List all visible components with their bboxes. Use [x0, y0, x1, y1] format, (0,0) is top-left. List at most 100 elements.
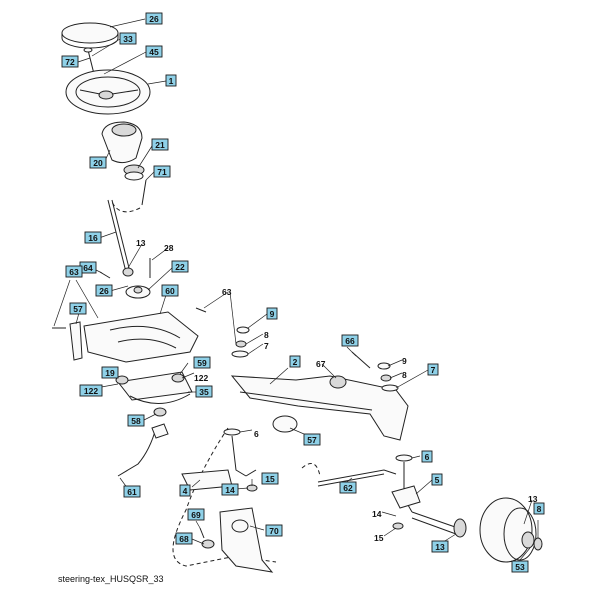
callout-box — [421, 450, 433, 463]
callout-number: 26 — [149, 14, 159, 24]
callout-9: 9 — [402, 356, 407, 366]
callout-15: 15 — [374, 533, 384, 543]
callout-16: 16 — [84, 231, 102, 244]
callout-9: 9 — [266, 307, 278, 320]
callout-box — [61, 55, 79, 68]
spindle-left-shaft — [231, 435, 247, 477]
callout-box — [79, 384, 103, 397]
callout-box — [151, 138, 169, 151]
bushing-13 — [453, 518, 467, 538]
callout-20: 20 — [89, 156, 107, 169]
plate-70 — [219, 507, 274, 573]
callout-number: 7 — [431, 365, 436, 375]
callout-number: 63 — [69, 267, 79, 277]
callout-box — [161, 284, 179, 297]
callout-number: 67 — [316, 359, 326, 369]
callout-28: 28 — [164, 243, 174, 253]
callout-box — [195, 385, 213, 398]
callout-number: 15 — [374, 533, 384, 543]
plate-70-hole — [231, 519, 249, 533]
callout-number: 66 — [345, 336, 355, 346]
callout-box — [193, 356, 211, 369]
front-axle-edge — [239, 391, 373, 411]
steering-cap — [61, 22, 119, 44]
callout-6: 6 — [254, 429, 259, 439]
callout-box — [431, 540, 449, 553]
callout-number: 16 — [88, 233, 98, 243]
callout-number: 57 — [73, 304, 83, 314]
callout-number: 13 — [136, 238, 146, 248]
callout-box — [265, 524, 283, 537]
callout-number: 71 — [157, 167, 167, 177]
callout-number: 57 — [307, 435, 317, 445]
callout-58: 58 — [127, 414, 145, 427]
steering-wheel-hub — [98, 90, 114, 100]
callout-8: 8 — [264, 330, 269, 340]
callout-number: 62 — [343, 483, 353, 493]
leader-lines — [53, 18, 539, 561]
callout-box — [221, 483, 239, 496]
callout-122: 122 — [194, 373, 208, 383]
front-axle — [230, 375, 409, 441]
callout-72: 72 — [61, 55, 79, 68]
callout-number: 8 — [402, 370, 407, 380]
callout-number: 59 — [197, 358, 207, 368]
tie-rod — [317, 469, 397, 483]
washer-7-right — [381, 384, 399, 392]
callout-number: 63 — [222, 287, 232, 297]
callout-number: 64 — [83, 263, 93, 273]
callout-box — [303, 433, 321, 446]
callout-33: 33 — [119, 32, 137, 45]
callout-35: 35 — [195, 385, 213, 398]
callout-number: 22 — [175, 262, 185, 272]
side-bracket-57 — [69, 321, 83, 361]
callout-box — [341, 334, 359, 347]
callout-box — [95, 284, 113, 297]
callout-box — [261, 472, 279, 485]
callout-number: 72 — [65, 57, 75, 67]
callout-box — [101, 366, 119, 379]
pinion-13 — [122, 267, 134, 277]
callout-number: 53 — [515, 562, 525, 572]
callout-7: 7 — [264, 341, 269, 351]
callout-box — [89, 156, 107, 169]
callout-number: 26 — [99, 286, 109, 296]
callout-67: 67 — [316, 359, 326, 369]
callout-box — [153, 165, 171, 178]
callout-number: 58 — [131, 416, 141, 426]
steering-bolt — [87, 49, 95, 75]
callout-number: 13 — [435, 542, 445, 552]
callout-22: 22 — [171, 260, 189, 273]
callout-number: 9 — [402, 356, 407, 366]
callout-number: 45 — [149, 47, 159, 57]
callout-15: 15 — [261, 472, 279, 485]
callout-number: 70 — [269, 526, 279, 536]
washer-8-right — [380, 374, 392, 382]
callout-number: 19 — [105, 368, 115, 378]
front-wheel — [479, 497, 533, 563]
callout-122: 122 — [79, 384, 103, 397]
callout-number: 2 — [293, 357, 298, 367]
spindle-right — [391, 485, 421, 509]
callout-13: 13 — [431, 540, 449, 553]
bolt-63-right — [195, 307, 207, 313]
bracket-22-center — [133, 286, 143, 294]
callout-13: 13 — [136, 238, 146, 248]
axle-stub-edge — [411, 517, 457, 535]
tie-rod-edge — [317, 473, 385, 487]
callout-8: 8 — [533, 502, 545, 515]
callout-5: 5 — [431, 473, 443, 486]
callout-63: 63 — [65, 265, 83, 278]
callout-number: 15 — [265, 474, 275, 484]
callout-box — [175, 532, 193, 545]
bushing-lower — [124, 171, 144, 181]
callout-number: 61 — [127, 487, 137, 497]
callout-60: 60 — [161, 284, 179, 297]
callout-number: 7 — [264, 341, 269, 351]
diagram-caption: steering-tex_HUSQSR_33 — [58, 574, 164, 584]
dashed-link-right — [301, 463, 321, 477]
callout-box — [266, 307, 278, 320]
callout-68: 68 — [175, 532, 193, 545]
washer-6-left — [223, 428, 241, 436]
